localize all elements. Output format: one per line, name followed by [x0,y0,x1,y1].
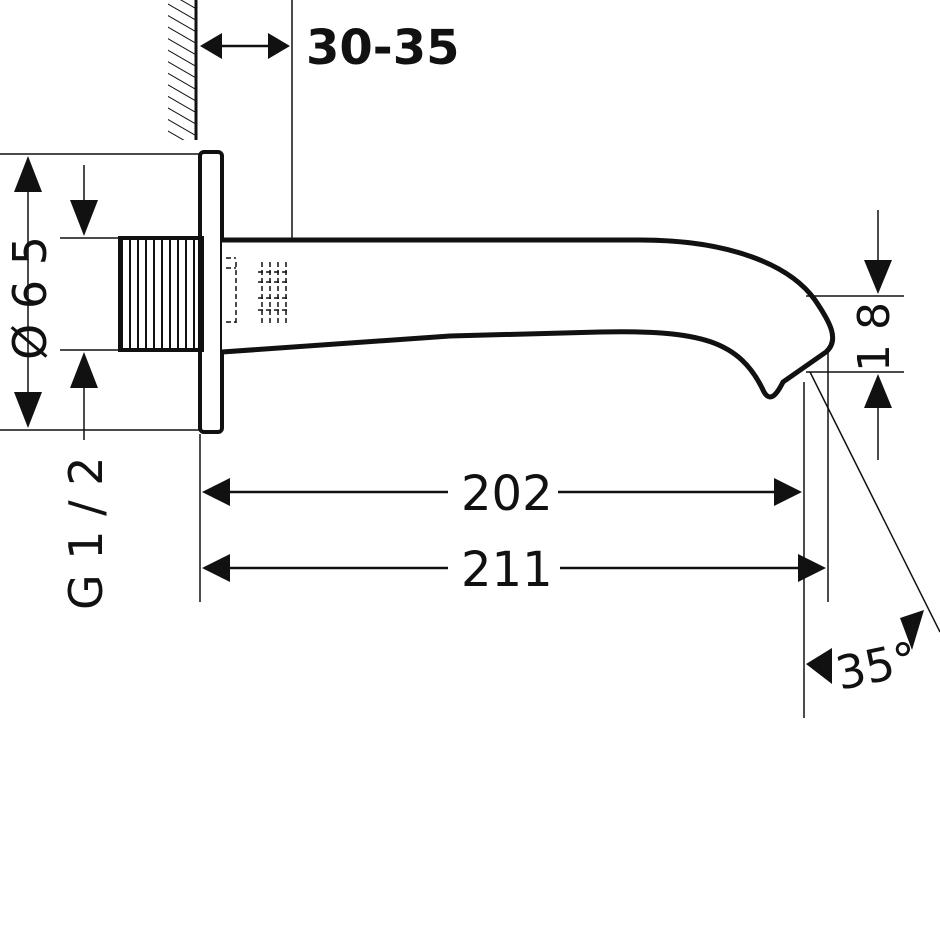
wall-offset-label: 30-35 [306,20,460,76]
length-202-label: 202 [461,466,553,522]
flange-diameter-label: Ø 6 5 [3,236,57,360]
threaded-connector [118,236,204,352]
length-211-label: 211 [461,542,553,598]
outlet-height-label: 1 8 [849,302,900,372]
wall-offset-dimension: 30-35 [200,0,460,335]
thread-label: G 1 / 2 [59,456,113,610]
length-211-dimension: 211 [202,350,829,602]
outlet-height-dimension: 1 8 [806,210,904,460]
outlet-angle-dimension: 35° [806,371,940,701]
flange-diameter-dimension: Ø 6 5 [0,153,200,431]
length-202-dimension: 202 [199,382,805,718]
spout-body [221,237,836,400]
hidden-lines [226,257,290,325]
outlet-angle-label: 35° [831,631,922,701]
wall [168,0,198,140]
thread-dimension: G 1 / 2 [59,165,120,610]
